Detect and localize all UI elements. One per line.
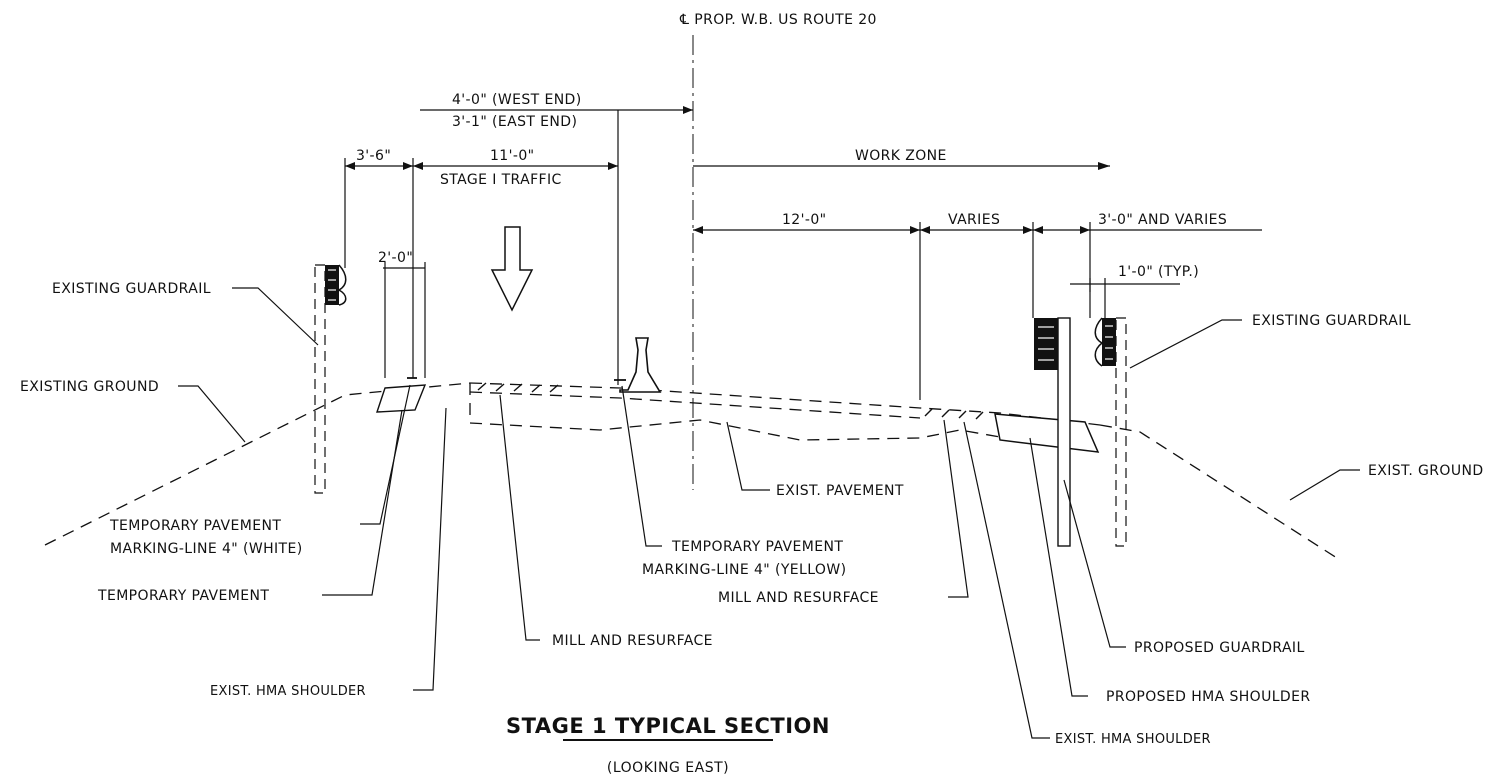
stage-traffic-label: STAGE I TRAFFIC: [440, 172, 562, 188]
dim-arrow-e: [693, 226, 703, 234]
dim-arrow-i: [1033, 226, 1043, 234]
dim-3-6: 3'-6": [356, 148, 391, 164]
temporary-pavement: [376, 384, 427, 413]
label-exist-ground-right: EXIST. GROUND: [1368, 463, 1484, 479]
existing-ground-right: [1099, 424, 1341, 561]
dim-varies: VARIES: [948, 212, 1000, 228]
leader-temp-marking-yellow: [621, 385, 662, 547]
dim-2-0: 2'-0": [378, 250, 413, 266]
dim-arrow-j: [1080, 226, 1090, 234]
label-existing-guardrail-right: EXISTING GUARDRAIL: [1252, 313, 1411, 329]
label-mill-resurface-left: MILL AND RESURFACE: [552, 633, 713, 649]
label-temp-marking-white-2: MARKING-LINE 4" (WHITE): [110, 541, 303, 557]
proposed-guardrail: [1034, 317, 1071, 547]
existing-guardrail-right: [1094, 317, 1127, 547]
mill-line: [469, 391, 921, 419]
label-temp-marking-white-1: TEMPORARY PAVEMENT: [109, 518, 281, 534]
work-zone-label: WORK ZONE: [855, 148, 947, 164]
label-existing-ground-left: EXISTING GROUND: [20, 379, 159, 395]
work-zone-arrow: [1098, 162, 1110, 170]
dim-12-0: 12'-0": [782, 212, 826, 228]
label-proposed-hma-shoulder: PROPOSED HMA SHOULDER: [1106, 689, 1310, 705]
dim-west-end: 4'-0" (WEST END): [452, 92, 582, 108]
leader-exist-ground-right: [1289, 469, 1360, 501]
leader-mill-resurface-right: [943, 419, 969, 598]
centerline-label: ℄ PROP. W.B. US ROUTE 20: [679, 12, 877, 28]
dim-east-end: 3'-1" (EAST END): [452, 114, 577, 130]
dim-arrow-d: [608, 162, 618, 170]
label-proposed-guardrail: PROPOSED GUARDRAIL: [1134, 640, 1305, 656]
dim-arrow-f: [910, 226, 920, 234]
label-temp-marking-yellow-2: MARKING-LINE 4" (YELLOW): [642, 562, 846, 578]
dim-arrow-a: [345, 162, 355, 170]
label-exist-pavement: EXIST. PAVEMENT: [776, 483, 904, 499]
leader-mill-resurface-left: [499, 394, 540, 641]
leader-existing-ground-left: [178, 385, 246, 443]
dim-11-0: 11'-0": [490, 148, 534, 164]
drawing-subtitle: (LOOKING EAST): [607, 760, 729, 776]
label-temp-marking-yellow-1: TEMPORARY PAVEMENT: [671, 539, 843, 555]
leader-proposed-guardrail: [1063, 479, 1126, 648]
leader-exist-hma-shoulder-right: [963, 421, 1050, 739]
leader-temporary-pavement: [322, 409, 403, 596]
exist-pavement-bottom: [469, 419, 1001, 441]
leader-exist-hma-shoulder-left: [413, 407, 447, 691]
label-existing-guardrail-left: EXISTING GUARDRAIL: [52, 281, 211, 297]
leader-existing-guardrail-right: [1129, 319, 1242, 369]
dim-arrow-h: [1023, 226, 1033, 234]
leader-temp-marking-white: [360, 384, 411, 525]
existing-guardrail-left: [314, 264, 347, 494]
temporary-barrier: [619, 337, 662, 393]
dim-3-0-varies: 3'-0" AND VARIES: [1098, 212, 1227, 228]
mill-hatch-right: [924, 408, 984, 420]
dim-arrow-c: [413, 162, 423, 170]
mill-hatch-left: [477, 382, 559, 393]
dim-1-0-typ: 1'-0" (TYP.): [1118, 264, 1199, 280]
leader-existing-guardrail-left: [232, 287, 319, 346]
dim-arrow-offset: [683, 106, 693, 114]
leader-exist-pavement: [726, 421, 770, 491]
label-temporary-pavement: TEMPORARY PAVEMENT: [97, 588, 269, 604]
dim-arrow-g: [920, 226, 930, 234]
proposed-hma-shoulder: [994, 413, 1100, 453]
traffic-direction-arrow: [490, 226, 534, 312]
dim-arrow-b: [403, 162, 413, 170]
drawing-title: STAGE 1 TYPICAL SECTION: [506, 714, 830, 738]
label-exist-hma-shoulder-left: EXIST. HMA SHOULDER: [210, 684, 366, 699]
label-mill-resurface-right: MILL AND RESURFACE: [718, 590, 879, 606]
leader-proposed-hma-shoulder: [1029, 437, 1088, 697]
label-exist-hma-shoulder-right: EXIST. HMA SHOULDER: [1055, 732, 1211, 747]
existing-ground-left: [44, 382, 471, 546]
